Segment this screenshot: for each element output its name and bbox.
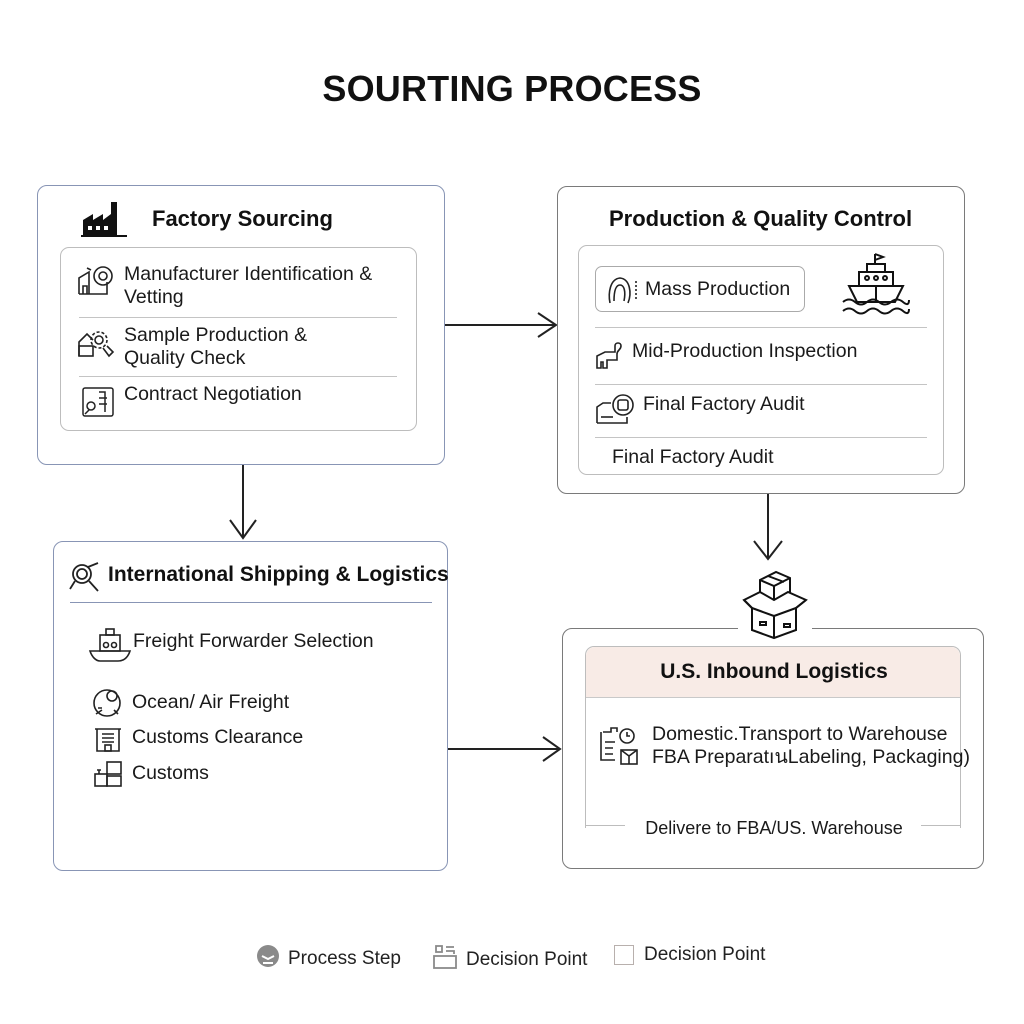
separator [79, 376, 397, 377]
production-qc-box: Production & Quality Control Mass Produc… [557, 186, 965, 494]
us-inbound-box: U.S. Inbound Logistics Domestic.Transpor… [562, 628, 984, 869]
footer-line-right [921, 825, 961, 826]
separator [595, 384, 927, 385]
search-cross-icon [68, 561, 102, 598]
production-qc-list: Mass Production Mid-Production Inspectio… [578, 245, 944, 475]
mass-production-icon [606, 275, 640, 310]
production-qc-title: Production & Quality Control [609, 206, 913, 231]
customs-building-icon [93, 725, 123, 758]
international-shipping-title: International Shipping & Logistics [108, 563, 449, 586]
separator [595, 437, 927, 438]
empty-square-icon [614, 945, 634, 965]
arrow-shipping-to-inbound [448, 736, 562, 762]
inspection-icon [595, 338, 627, 375]
audit-icon [595, 391, 637, 430]
item-label: Customs Clearance [132, 726, 304, 748]
manufacturer-icon [77, 264, 115, 301]
legend-label: Decision Point [466, 949, 588, 970]
item-label: Vetting [124, 286, 184, 308]
us-inbound-header [586, 647, 960, 698]
page-title: SOURTING PROCESS [322, 68, 702, 109]
legend-label: Process Step [288, 948, 401, 969]
item-label: Quality Check [124, 347, 246, 369]
legend-label: Decision Point [644, 944, 766, 965]
legend-empty-square: Decision Point [614, 944, 765, 966]
globe-icon [92, 686, 124, 723]
arrow-factory-to-production [445, 312, 558, 338]
boxes-icon [93, 760, 123, 793]
legend-decision-point: Decision Point [432, 944, 587, 976]
header-divider [70, 602, 432, 603]
item-label: Contract Negotiation [124, 383, 302, 405]
factory-sourcing-box: Factory Sourcing Manufacturer Identifica… [37, 185, 445, 465]
item-label: Final Factory Audit [643, 393, 805, 415]
item-label: FBA PreparatıนLabeling, Packaging) [652, 746, 970, 768]
ship-icon [841, 252, 911, 323]
item-label: Final Factory Audit [612, 446, 774, 468]
factory-sourcing-list: Manufacturer Identification & Vetting Sa… [60, 247, 417, 431]
contract-icon [81, 386, 115, 423]
gear-inspect-icon [77, 326, 115, 365]
checklist-box-icon [599, 726, 643, 771]
legend-process-step: Process Step [256, 944, 401, 974]
item-label: Domestic.Transport to Warehouse [652, 723, 948, 745]
item-label: Sample Production & [124, 324, 308, 346]
factory-sourcing-title: Factory Sourcing [152, 206, 333, 231]
boxes-stack-icon [738, 566, 812, 645]
item-label: Ocean/ Air Freight [132, 691, 290, 713]
separator [79, 317, 397, 318]
item-label: Manufacturer Identification & [124, 263, 373, 285]
separator [595, 327, 927, 328]
mass-production-chip: Mass Production [595, 266, 805, 312]
item-label: Mid-Production Inspection [632, 340, 858, 362]
footer-line-left [585, 825, 625, 826]
item-label: Mass Production [645, 278, 791, 300]
decision-point-icon [432, 944, 458, 976]
item-label: Customs [132, 762, 209, 784]
us-inbound-footer: Delivere to FBA/US. Warehouse [645, 818, 903, 838]
us-inbound-title: U.S. Inbound Logistics [660, 660, 888, 683]
arrow-production-to-inbound [753, 494, 783, 561]
item-label: Freight Forwarder Selection [133, 630, 374, 652]
process-step-icon [256, 944, 280, 974]
international-shipping-box: International Shipping & Logistics Freig… [53, 541, 449, 871]
factory-icon [81, 194, 127, 243]
arrow-factory-to-shipping [229, 465, 257, 540]
boat-icon [88, 627, 132, 668]
